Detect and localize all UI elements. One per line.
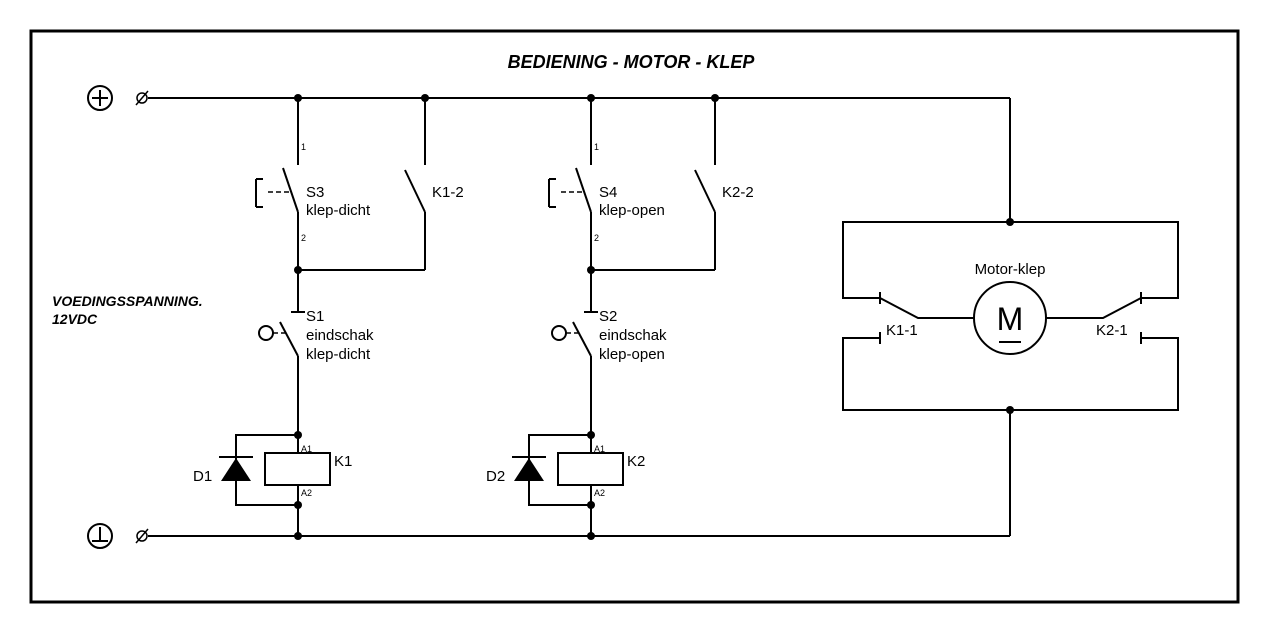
s4-contact-blade xyxy=(575,167,592,213)
diagram-title: BEDIENING - MOTOR - KLEP xyxy=(508,52,756,72)
k2-pin-a2: A2 xyxy=(594,488,605,498)
s1-line2-label: klep-dicht xyxy=(306,346,371,363)
s4-pin-bottom: 2 xyxy=(594,233,599,243)
positive-connector-icon xyxy=(135,90,149,106)
ground-terminal-icon xyxy=(87,523,113,549)
supply-label-line2: 12VDC xyxy=(52,311,98,327)
s1-contact-blade xyxy=(279,321,299,357)
s3-pin-top: 1 xyxy=(301,142,306,152)
s3-pin-bottom: 2 xyxy=(301,233,306,243)
ground-connector-icon xyxy=(135,528,149,544)
s1-line1-label: eindschak xyxy=(306,327,374,344)
k2-relay-label: K2 xyxy=(627,453,645,470)
s2-line2-label: klep-open xyxy=(599,346,665,363)
d2-label: D2 xyxy=(486,468,505,485)
k1-relay-label: K1 xyxy=(334,453,352,470)
s1-id-label: S1 xyxy=(306,308,324,325)
k2-1-changeover-blade xyxy=(1046,297,1142,319)
s4-id-label: S4 xyxy=(599,184,617,201)
s3-name-label: klep-dicht xyxy=(306,202,371,219)
k1-1-changeover-blade xyxy=(879,297,974,319)
k1-2-label: K1-2 xyxy=(432,184,464,201)
d1-label: D1 xyxy=(193,468,212,485)
motor-label: Motor-klep xyxy=(975,261,1046,278)
k1-1-label: K1-1 xyxy=(886,322,918,339)
s3-pushbutton-actuator-icon xyxy=(255,178,289,208)
s3-id-label: S3 xyxy=(306,184,324,201)
supply-label-line1: VOEDINGSSPANNING. xyxy=(52,293,203,309)
s1-limit-actuator-icon xyxy=(258,325,289,341)
k1-relay-coil xyxy=(264,452,331,486)
s2-contact-blade xyxy=(572,321,592,357)
s4-name-label: klep-open xyxy=(599,202,665,219)
k2-2-label: K2-2 xyxy=(722,184,754,201)
k2-pin-a1: A1 xyxy=(594,444,605,454)
k2-relay-coil xyxy=(557,452,624,486)
k1-2-contact-blade xyxy=(404,169,426,213)
branch-right: 1 2 S4 klep-open K2-2 S2 eindschak klep-… xyxy=(486,94,754,540)
motor-symbol: M xyxy=(997,301,1024,337)
s2-id-label: S2 xyxy=(599,308,617,325)
motor-bridge: M Motor-klep K1-1 K2-1 xyxy=(842,218,1179,414)
s4-pin-top: 1 xyxy=(594,142,599,152)
d1-diode-icon xyxy=(219,456,253,481)
k1-pin-a2: A2 xyxy=(301,488,312,498)
diagram-frame xyxy=(29,29,1240,604)
k2-1-label: K2-1 xyxy=(1096,322,1128,339)
d2-diode-icon xyxy=(512,456,546,481)
s3-contact-blade xyxy=(282,167,299,213)
positive-terminal-icon xyxy=(87,85,113,111)
k2-2-contact-blade xyxy=(694,169,716,213)
k1-pin-a1: A1 xyxy=(301,444,312,454)
branch-left: 1 2 S3 klep-dicht K1-2 S1 eindschak klep… xyxy=(193,94,464,540)
s2-line1-label: eindschak xyxy=(599,327,667,344)
motor-icon xyxy=(973,281,1047,355)
s4-pushbutton-actuator-icon xyxy=(548,178,582,208)
s2-limit-actuator-icon xyxy=(551,325,582,341)
